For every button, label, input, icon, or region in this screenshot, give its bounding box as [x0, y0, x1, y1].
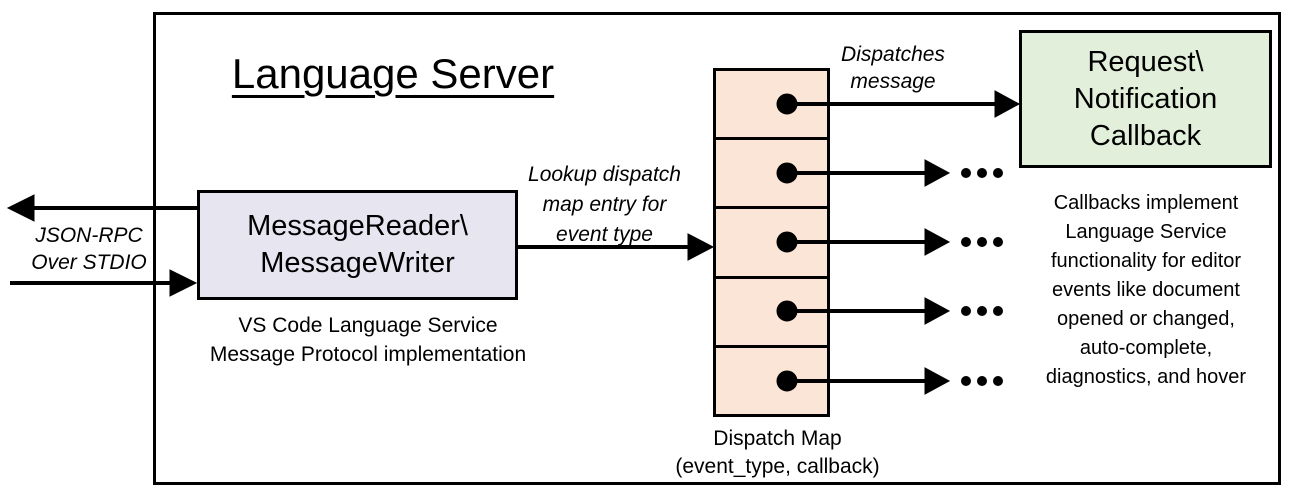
message-caption-line1: VS Code Language Service — [238, 314, 498, 337]
callbacks-note-line: events like document — [1052, 279, 1240, 301]
dispatch-map-cell — [716, 137, 827, 206]
request-notification-callback-box: Request\ Notification Callback — [1019, 30, 1272, 168]
dispatch-map-cell — [716, 275, 827, 345]
dispatch-map — [713, 68, 830, 417]
message-box-line2: MessageWriter — [260, 247, 455, 279]
dispatch-map-caption: Dispatch Map (event_type, callback) — [655, 425, 900, 481]
dispatch-map-cell — [716, 344, 827, 414]
callback-box-line2: Notification — [1073, 82, 1218, 115]
json-rpc-label-line2: Over STDIO — [31, 251, 147, 274]
dispatches-label-line1: Dispatches — [841, 43, 945, 66]
callbacks-note-line: Callbacks implement — [1053, 192, 1239, 214]
message-reader-writer-box: MessageReader\ MessageWriter — [197, 190, 518, 300]
callbacks-note-line: diagnostics, and hover — [1045, 366, 1247, 388]
callbacks-note: Callbacks implement Language Service fun… — [996, 189, 1291, 392]
diagram-title: Language Server — [231, 50, 555, 97]
callbacks-note-line: opened or changed, — [1057, 308, 1235, 330]
dispatches-message-label: Dispatches message — [823, 41, 963, 95]
callbacks-note-line: functionality for editor — [1050, 250, 1242, 272]
lookup-label-line2: map entry for — [542, 193, 667, 216]
callback-box-line3: Callback — [1089, 119, 1202, 152]
dispatch-map-cell — [716, 71, 827, 137]
lookup-label-line1: Lookup dispatch — [528, 163, 681, 186]
message-box-caption: VS Code Language Service Message Protoco… — [168, 311, 568, 369]
dispatch-map-caption-line2: (event_type, callback) — [675, 455, 880, 478]
callback-box-line1: Request\ — [1087, 45, 1204, 78]
lookup-dispatch-label: Lookup dispatch map entry for event type — [512, 160, 697, 250]
callbacks-note-line: Language Service — [1065, 221, 1227, 243]
message-caption-line2: Message Protocol implementation — [209, 343, 527, 366]
dispatches-label-line2: message — [850, 70, 936, 93]
lookup-label-line3: event type — [556, 223, 653, 246]
dispatch-map-cell — [716, 206, 827, 275]
message-box-line1: MessageReader\ — [247, 210, 468, 242]
dispatch-map-caption-line1: Dispatch Map — [713, 427, 842, 450]
json-rpc-label-line1: JSON-RPC — [35, 224, 143, 247]
callbacks-note-line: auto-complete, — [1079, 337, 1213, 359]
json-rpc-stdio-label: JSON-RPC Over STDIO — [14, 222, 164, 276]
